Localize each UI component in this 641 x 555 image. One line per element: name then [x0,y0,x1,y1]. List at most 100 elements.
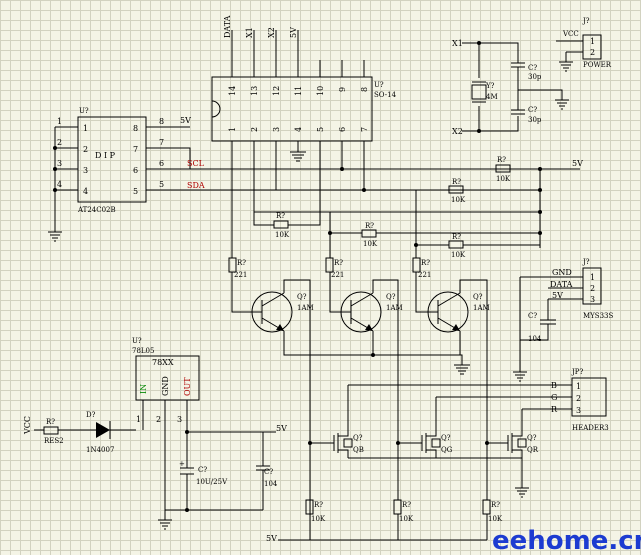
mosfet-b: Q? QB [310,430,364,458]
svg-text:1: 1 [57,117,62,126]
svg-text:4: 4 [83,187,88,196]
mcu-top-pins: 14 13 12 11 10 9 8 [228,30,369,96]
mcu-chip: U? SO-14 [211,76,397,142]
svg-text:221: 221 [418,271,431,279]
svg-text:C?: C? [264,468,273,476]
svg-text:30p: 30p [528,116,542,124]
svg-text:Q?: Q? [473,293,483,301]
transistor-2: Q? 1AM [340,291,403,333]
svg-text:1: 1 [590,273,595,282]
net-5v-sensor: 5V [552,291,563,300]
net-data-top: DATA [223,15,232,38]
net-5v-eeprom: 5V [180,116,191,125]
svg-text:78XX: 78XX [152,358,174,367]
eeprom-part: AT24C02B [77,206,116,214]
mosfet-g: Q? QG [398,430,453,458]
net-5v-right: 5V [572,159,583,168]
svg-text:2: 2 [576,394,581,403]
net-x1-top: X1 [245,27,254,38]
svg-text:HEADER3: HEADER3 [572,424,609,432]
svg-text:10U/25V: 10U/25V [196,478,228,486]
svg-text:1AM: 1AM [297,304,314,312]
transistor-1: Q? 1AM [251,291,314,333]
svg-text:221: 221 [234,271,247,279]
transistor-3: Q? 1AM [427,291,490,333]
svg-text:10K: 10K [275,231,290,239]
svg-text:R?: R? [402,501,411,509]
gate-resistors: R? 10K R? 10K R? 10K 5V [266,499,503,543]
mcu-ref: U? [374,81,384,89]
svg-text:2: 2 [250,127,259,132]
eeprom-dip-label: D I P [95,151,116,160]
svg-text:104: 104 [264,480,278,488]
svg-text:+: + [179,460,185,468]
svg-text:10K: 10K [451,196,466,204]
eeprom-ref: U? [79,107,89,115]
crystal-section: X1 X2 Y? 4M C? 30p C? 30p [452,39,569,136]
svg-text:1: 1 [228,127,237,132]
svg-text:221: 221 [331,271,344,279]
svg-text:12: 12 [272,86,281,96]
svg-text:1: 1 [590,37,595,46]
net-gnd-sensor: GND [552,268,572,277]
svg-text:R?: R? [491,501,500,509]
svg-text:QR: QR [527,446,539,454]
eeprom-chip: U? AT24C02B D I P 1 2 3 4 8 7 6 5 1 2 3 … [53,107,178,232]
net-x2-right: X2 [452,127,463,136]
svg-text:13: 13 [250,86,259,96]
svg-text:C?: C? [528,312,537,320]
svg-text:7: 7 [360,127,369,132]
svg-text:10K: 10K [363,240,378,248]
svg-text:5: 5 [133,187,138,196]
net-vcc-power: VCC [562,30,579,38]
mcu-bottom-pins: 1 2 3 4 5 6 7 [228,127,369,258]
net-vcc-input: VCC [23,416,32,435]
svg-text:3: 3 [57,159,62,168]
net-5v-bottom: 5V [266,534,277,543]
svg-text:R?: R? [237,259,246,267]
svg-text:30p: 30p [528,73,542,81]
svg-text:1AM: 1AM [473,304,490,312]
svg-text:7: 7 [159,138,164,147]
svg-text:J?: J? [582,258,590,266]
svg-text:2: 2 [83,145,88,154]
svg-text:3: 3 [83,166,88,175]
svg-text:MYS33S: MYS33S [583,312,613,320]
power-input: VCC R? RES2 D? 1N4007 [23,411,136,454]
svg-text:C?: C? [528,64,537,72]
svg-text:6: 6 [159,159,164,168]
net-x2-top: X2 [267,27,276,38]
svg-text:3: 3 [177,415,182,424]
net-data-sensor: DATA [550,280,573,289]
svg-text:14: 14 [228,86,237,96]
sensor-connector: 1 2 3 J? MYS33S GND DATA 5V C? 104 [513,258,613,382]
svg-text:R?: R? [276,212,285,220]
net-scl: SCL [187,159,205,168]
svg-text:IN: IN [139,384,148,394]
svg-text:6: 6 [338,127,347,132]
svg-text:2: 2 [590,284,595,293]
svg-text:6: 6 [133,166,138,175]
svg-text:10: 10 [316,86,325,96]
svg-text:104: 104 [528,335,542,343]
svg-text:2: 2 [156,415,161,424]
svg-text:Q?: Q? [527,434,537,442]
svg-text:R?: R? [365,222,374,230]
svg-text:4: 4 [294,127,303,132]
svg-text:GND: GND [161,376,170,396]
svg-text:3: 3 [590,295,595,304]
svg-text:R?: R? [497,156,506,164]
svg-text:10K: 10K [311,515,326,523]
svg-text:1N4007: 1N4007 [86,446,114,454]
pullup-resistors: R? 10K R? 10K 5V [448,156,583,248]
svg-text:JP?: JP? [571,368,584,376]
svg-text:2: 2 [57,138,62,147]
svg-text:R?: R? [334,259,343,267]
watermark: eehome.cn [492,526,641,555]
svg-text:POWER: POWER [583,61,612,69]
svg-text:9: 9 [338,87,347,92]
svg-text:5: 5 [159,180,164,189]
net-x1-right: X1 [452,39,463,48]
svg-text:Q?: Q? [441,434,451,442]
svg-text:8: 8 [360,87,369,92]
